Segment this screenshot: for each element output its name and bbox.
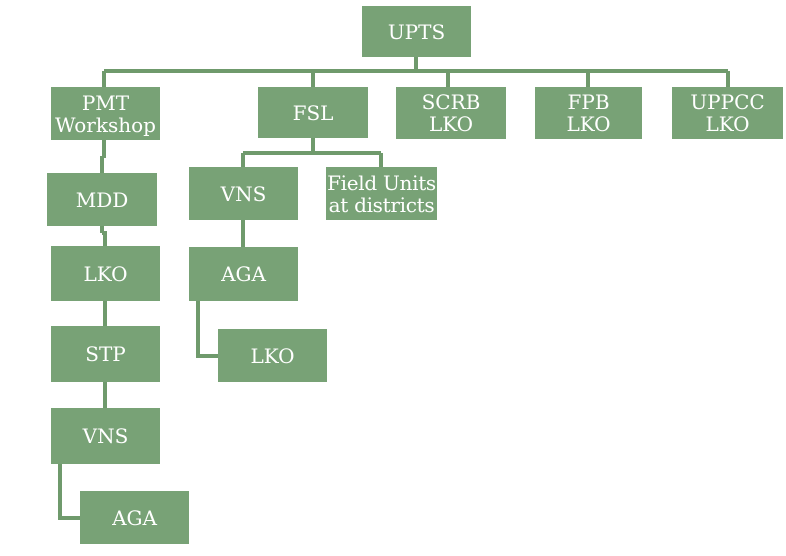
connector-fsl-aga-lko: [196, 301, 218, 358]
node-scrb-lko: SCRB LKO: [396, 87, 506, 139]
node-fpb-lko: FPB LKO: [535, 87, 642, 139]
node-field-units: Field Units at districts: [326, 167, 437, 220]
node-fsl: FSL: [258, 87, 368, 138]
node-pmt-aga: AGA: [80, 491, 189, 544]
node-fsl-vns: VNS: [189, 167, 298, 220]
node-fsl-aga: AGA: [189, 247, 298, 301]
node-pmt-vns: VNS: [51, 408, 160, 464]
node-uppcc-lko: UPPCC LKO: [672, 87, 783, 139]
connector-fsl-bus: [241, 138, 383, 167]
connector-upts-bus: [102, 57, 730, 87]
connector-mdd-lko: [100, 226, 107, 246]
node-mdd: MDD: [47, 173, 157, 226]
node-pmt-workshop: PMT Workshop: [51, 87, 160, 140]
node-stp: STP: [51, 326, 160, 382]
node-upts: UPTS: [362, 6, 471, 57]
node-fsl-lko: LKO: [218, 329, 327, 382]
node-pmt-lko: LKO: [51, 246, 160, 301]
connector-pmt-mdd: [100, 140, 106, 173]
connector-vns-aga: [58, 464, 80, 520]
